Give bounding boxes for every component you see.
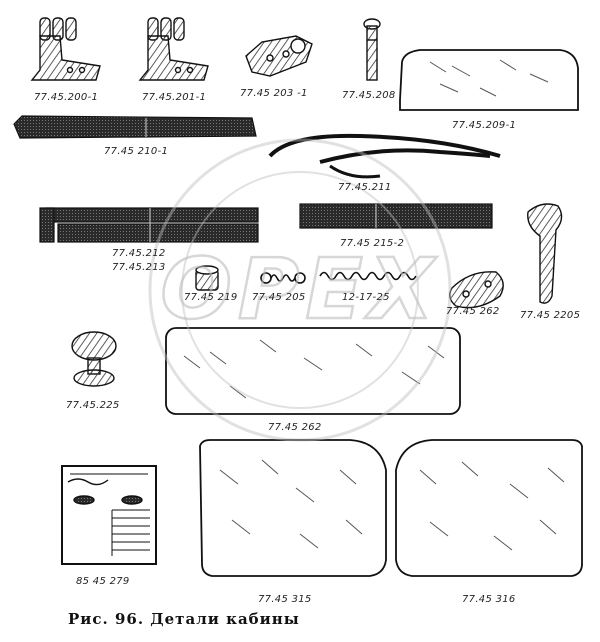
hinge-201-drawing bbox=[138, 17, 209, 81]
part-label: 77.45.213 bbox=[112, 262, 166, 273]
part-label: 77.45.201-1 bbox=[142, 92, 207, 103]
figure-caption: Рис. 96. Детали кабины bbox=[68, 610, 300, 628]
plate-279-drawing bbox=[61, 465, 157, 565]
part-label: 77.45 2205 bbox=[520, 310, 581, 321]
part-label: 77.45.208 bbox=[342, 90, 396, 101]
glass-209-drawing bbox=[399, 49, 579, 111]
part-label: 77.45 205 bbox=[252, 292, 306, 303]
part-label: 77.45 262 bbox=[268, 422, 322, 433]
pin-208-drawing bbox=[363, 18, 381, 81]
part-label: 77.45.212 bbox=[112, 248, 166, 259]
part-label: 77.45.209-1 bbox=[452, 120, 517, 131]
knob-225-drawing bbox=[71, 331, 117, 387]
seal-211-drawing bbox=[268, 133, 501, 179]
seal-215-drawing bbox=[299, 203, 493, 229]
handle-2205-drawing bbox=[527, 203, 563, 304]
glass-315-drawing bbox=[199, 439, 387, 577]
part-label: 77.45 316 bbox=[462, 594, 516, 605]
bracket-203-drawing bbox=[245, 35, 313, 77]
part-label: 12-17-25 bbox=[342, 292, 390, 303]
part-label: 77.45 210-1 bbox=[104, 146, 169, 157]
part-label: 77.45 215-2 bbox=[340, 238, 405, 249]
part-label: 77.45 262 bbox=[446, 306, 500, 317]
part-label: 85 45 279 bbox=[76, 576, 130, 587]
seal-212-213-drawing bbox=[39, 207, 259, 243]
plate-262-drawing bbox=[449, 271, 504, 309]
seal-210-drawing bbox=[13, 115, 257, 139]
bushing-219-drawing bbox=[195, 265, 219, 291]
hinge-200-drawing bbox=[30, 17, 101, 81]
part-label: 77.45 219 bbox=[184, 292, 238, 303]
glass-262-drawing bbox=[165, 327, 461, 415]
part-label: 77.45.225 bbox=[66, 400, 120, 411]
part-label: 77.45.211 bbox=[338, 182, 392, 193]
spring-1217-drawing bbox=[319, 271, 417, 281]
spring-205-drawing bbox=[260, 272, 306, 284]
part-label: 77.45 203 -1 bbox=[240, 88, 308, 99]
glass-316-drawing bbox=[395, 439, 583, 577]
part-label: 77.45.200-1 bbox=[34, 92, 99, 103]
part-label: 77.45 315 bbox=[258, 594, 312, 605]
